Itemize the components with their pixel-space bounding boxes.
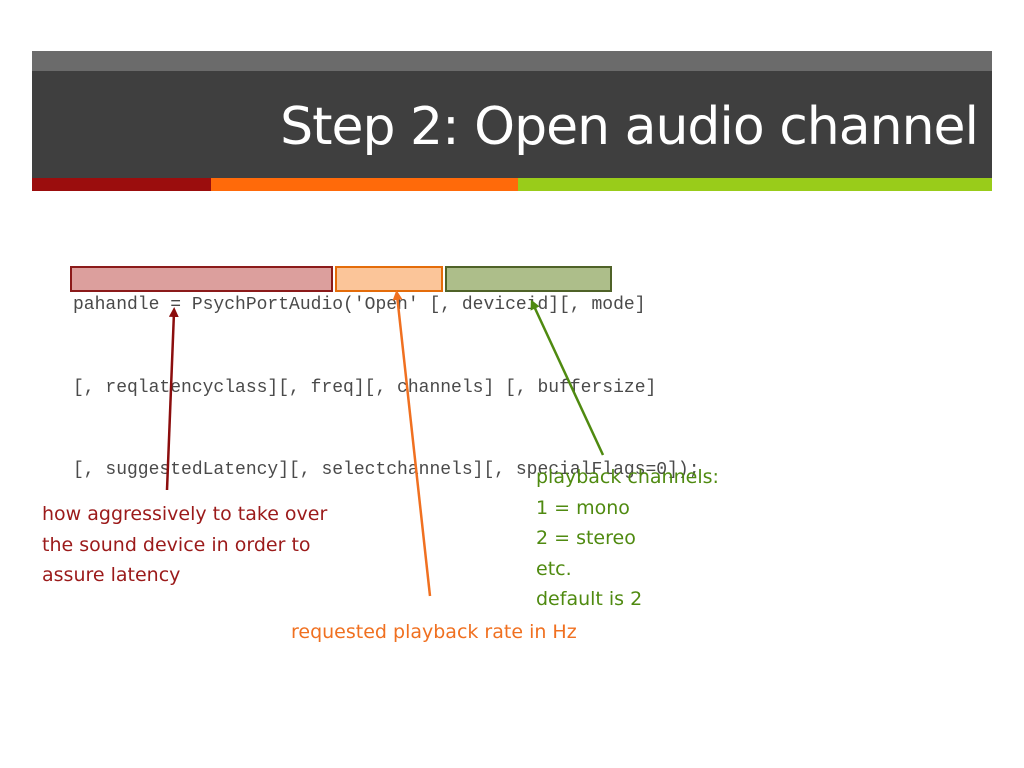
- code-line: [, reqlatencyclass][, freq][, channels] …: [73, 377, 657, 398]
- annotation-line: default is 2: [536, 588, 643, 610]
- highlight-reqlatencyclass: [70, 266, 333, 292]
- annotation-line: how aggressively to take over: [42, 503, 328, 525]
- annotation-line: etc.: [536, 557, 572, 580]
- code-line: [, suggestedLatency][, selectchannels][,…: [73, 460, 700, 480]
- accent-stripe-green: [518, 178, 992, 191]
- title-bar: Step 2: Open audio channel: [32, 71, 992, 178]
- annotation-line: assure latency: [42, 564, 181, 586]
- arrow-latency: [165, 307, 179, 491]
- title-top-band: [32, 51, 992, 71]
- arrow-channels: [530, 299, 605, 456]
- annotation-line: 2 = stereo: [536, 527, 636, 549]
- highlight-channels: [445, 266, 612, 292]
- accent-stripe-red: [32, 178, 211, 191]
- annotation-freq: requested playback rate in Hz: [291, 617, 577, 648]
- highlight-freq: [335, 266, 443, 292]
- annotation-line: playback channels:: [536, 466, 719, 488]
- annotation-line: 1 = mono: [536, 496, 630, 519]
- annotation-line: requested playback rate in Hz: [291, 621, 577, 643]
- annotation-latency: how aggressively to take over the sound …: [42, 499, 327, 591]
- annotation-channels: playback channels: 1 = mono 2 = stereo e…: [536, 462, 719, 615]
- accent-stripe-orange: [211, 178, 518, 191]
- code-line: pahandle = PsychPortAudio('Open' [, devi…: [73, 295, 646, 315]
- code-block: pahandle = PsychPortAudio('Open' [, devi…: [73, 237, 700, 512]
- arrow-freq: [392, 290, 432, 597]
- slide-title: Step 2: Open audio channel: [280, 97, 979, 157]
- annotation-line: the sound device in order to: [42, 533, 311, 556]
